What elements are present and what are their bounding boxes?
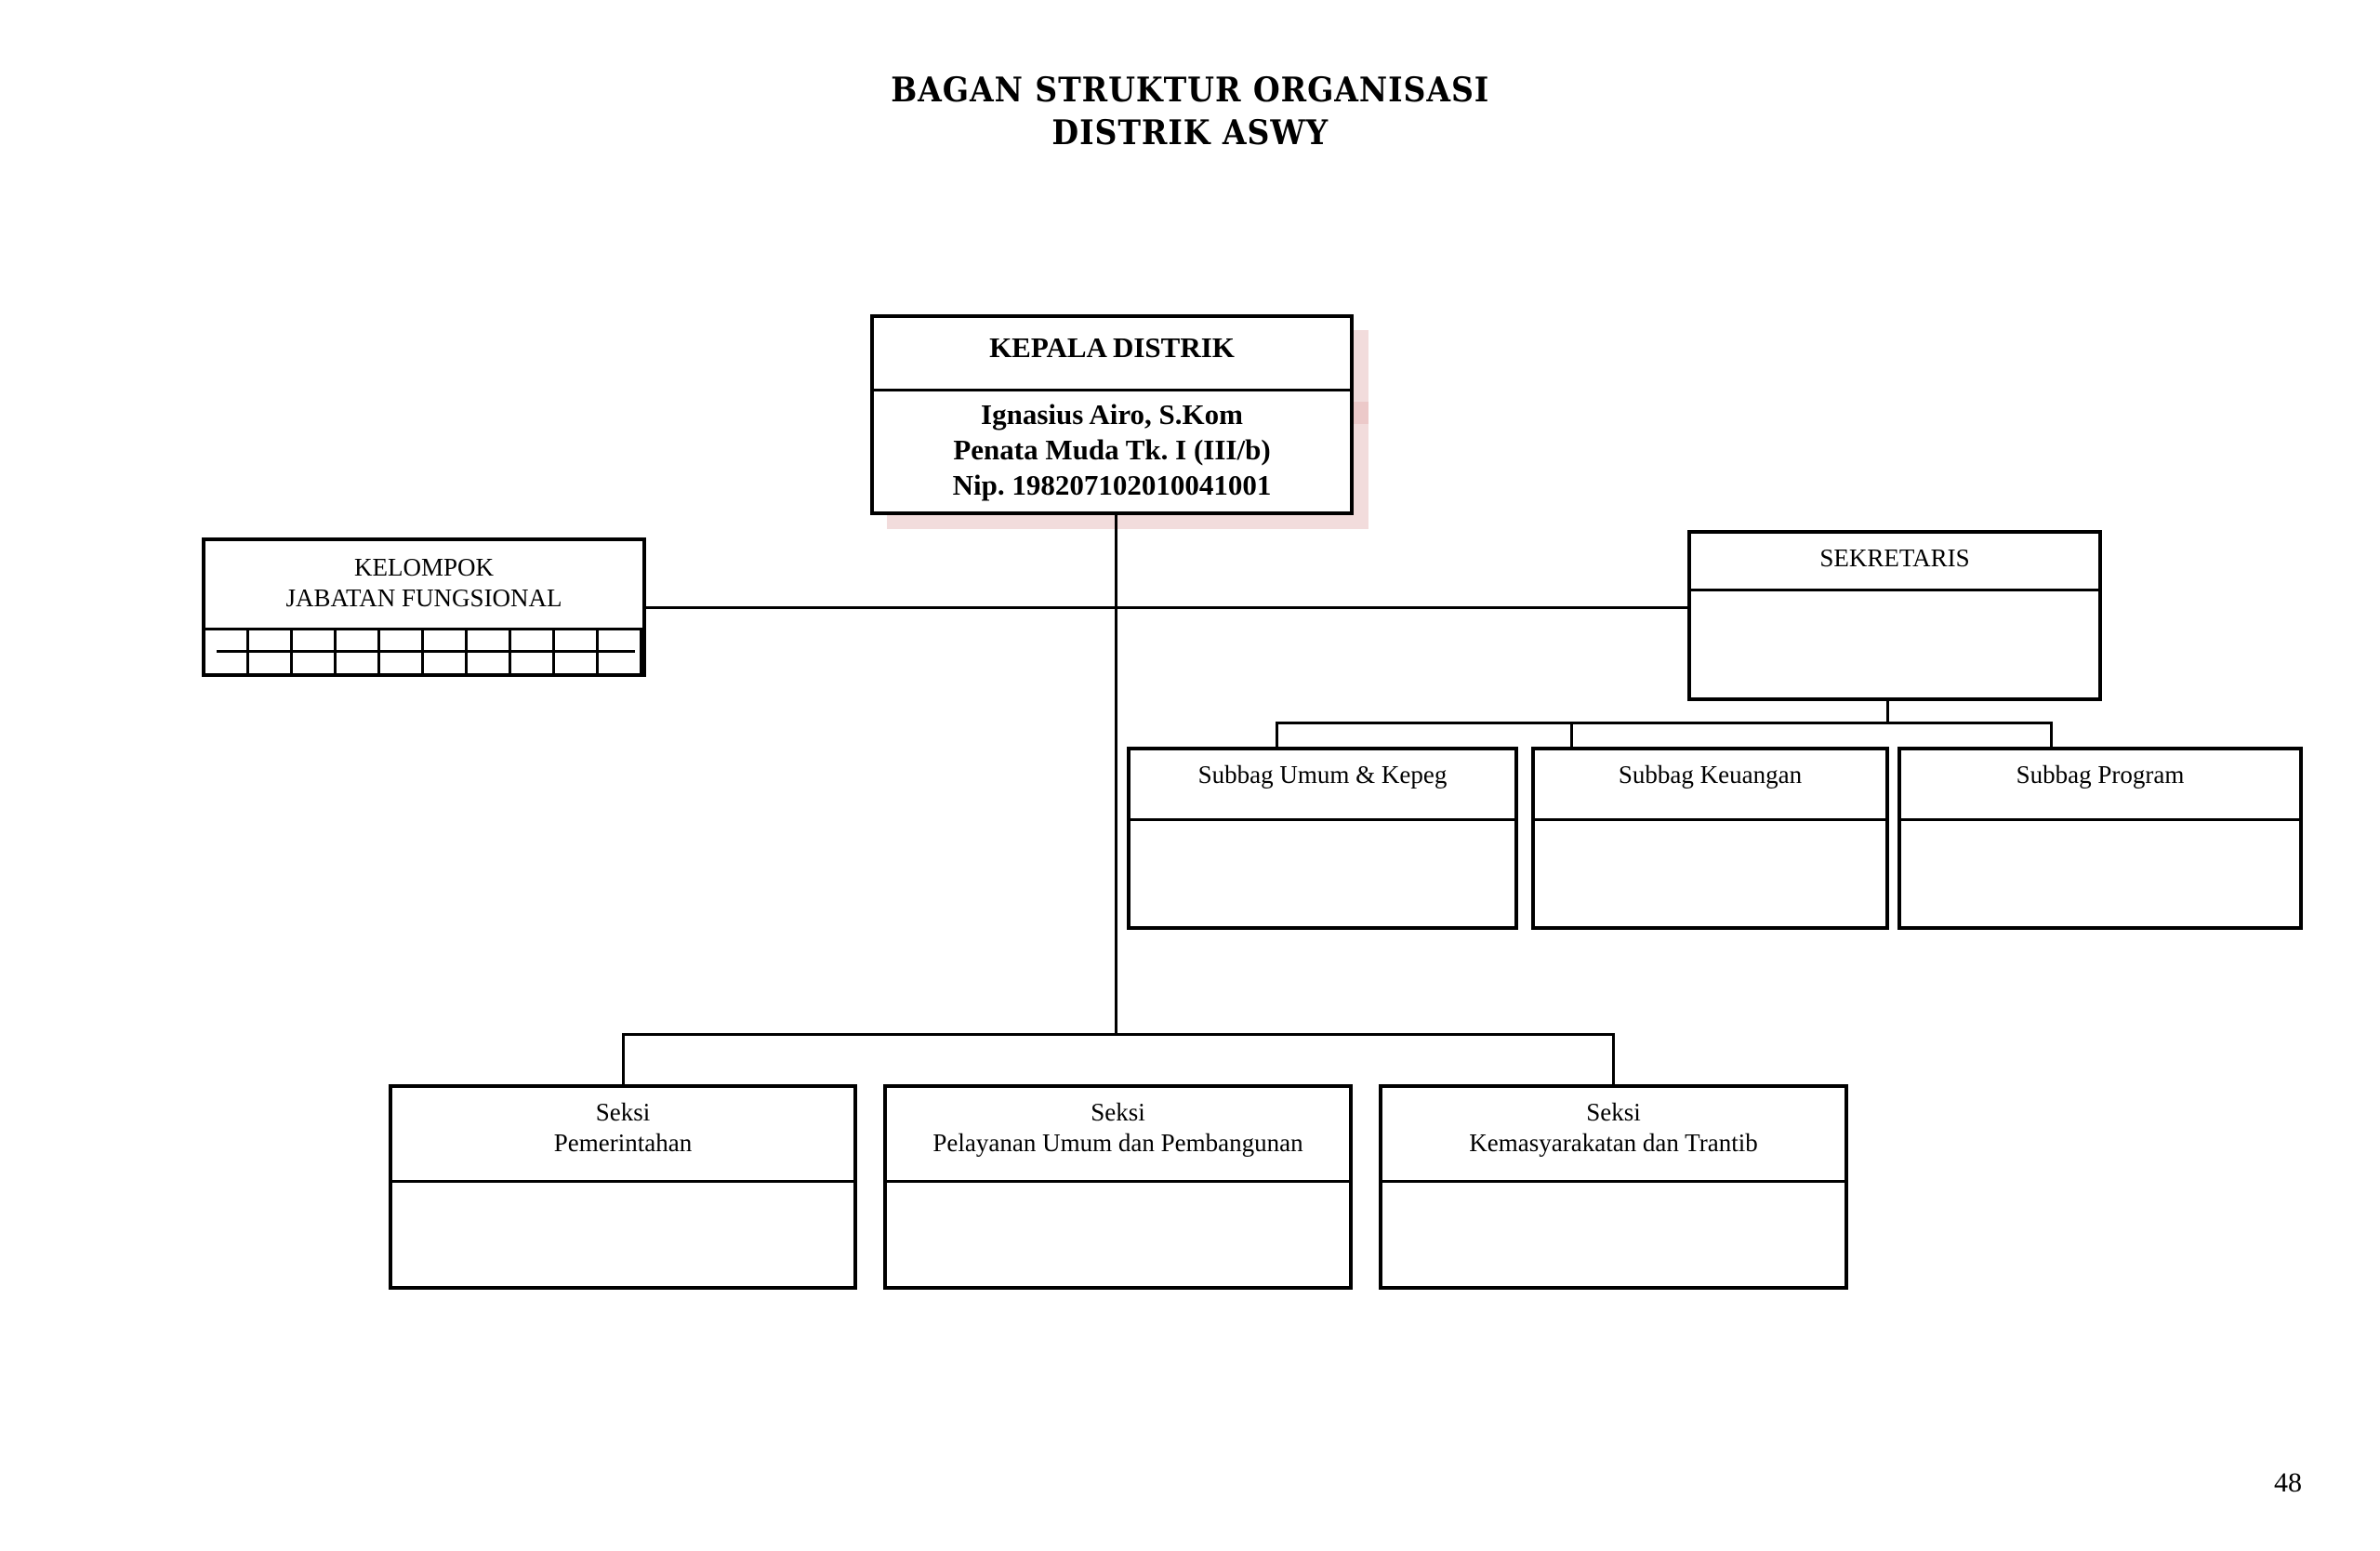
staff-connector-line <box>645 606 1688 609</box>
grid-cell <box>599 630 642 673</box>
subdivision-bus-line <box>1276 722 2053 724</box>
subdivision-title: Subbag Umum & Kepeg <box>1130 750 1514 821</box>
section-title-line-1: Seksi <box>595 1098 651 1126</box>
subdivision-box-keuangan[interactable]: Subbag Keuangan <box>1531 747 1889 930</box>
section-box-kemasyarakatan[interactable]: Seksi Kemasyarakatan dan Trantib <box>1379 1084 1848 1290</box>
functional-group-label: KELOMPOK JABATAN FUNGSIONAL <box>205 552 642 614</box>
section-branch-1 <box>622 1033 625 1086</box>
functional-group-box[interactable]: KELOMPOK JABATAN FUNGSIONAL <box>202 537 646 677</box>
section-box-pemerintahan[interactable]: Seksi Pemerintahan <box>389 1084 857 1290</box>
head-title: KEPALA DISTRIK <box>874 318 1350 391</box>
main-trunk-line <box>1115 514 1117 1036</box>
secretary-stem-line <box>1886 700 1889 723</box>
subdivision-branch-2 <box>1570 722 1573 748</box>
section-title-line-2: Kemasyarakatan dan Trantib <box>1469 1129 1758 1157</box>
functional-group-line-2: JABATAN FUNGSIONAL <box>285 584 562 612</box>
head-rank: Penata Muda Tk. I (III/b) <box>953 433 1271 466</box>
section-box-pelayanan-umum[interactable]: Seksi Pelayanan Umum dan Pembangunan <box>883 1084 1353 1290</box>
head-box-shadow-band <box>1353 402 1368 424</box>
head-name: Ignasius Airo, S.Kom <box>981 398 1243 431</box>
head-box[interactable]: KEPALA DISTRIK Ignasius Airo, S.Kom Pena… <box>870 314 1354 515</box>
head-details: Ignasius Airo, S.Kom Penata Muda Tk. I (… <box>874 397 1350 503</box>
section-title: Seksi Pelayanan Umum dan Pembangunan <box>887 1088 1349 1183</box>
grid-row-divider <box>217 650 635 653</box>
section-branch-3 <box>1612 1033 1615 1086</box>
subdivision-box-umum-kepeg[interactable]: Subbag Umum & Kepeg <box>1127 747 1518 930</box>
subdivision-box-program[interactable]: Subbag Program <box>1897 747 2303 930</box>
section-title-line-1: Seksi <box>1091 1098 1145 1126</box>
section-title-line-2: Pemerintahan <box>553 1129 693 1157</box>
functional-group-line-1: KELOMPOK <box>353 553 494 581</box>
section-title-line-1: Seksi <box>1586 1098 1641 1126</box>
subdivision-branch-3 <box>2050 722 2053 748</box>
page-number: 48 <box>2274 1467 2302 1498</box>
subdivision-branch-1 <box>1276 722 1278 748</box>
secretary-box[interactable]: SEKRETARIS <box>1687 530 2102 701</box>
subdivision-title: Subbag Keuangan <box>1535 750 1885 821</box>
document-title-line-2: DISTRIK ASWY <box>1051 113 1329 152</box>
document-title-line-1: BAGAN STRUKTUR ORGANISASI <box>891 71 1490 110</box>
section-title: Seksi Pemerintahan <box>392 1088 853 1183</box>
section-title-line-2: Pelayanan Umum dan Pembangunan <box>932 1129 1303 1157</box>
subdivision-title: Subbag Program <box>1901 750 2299 821</box>
head-nip: Nip. 198207102010041001 <box>952 469 1272 501</box>
secretary-title: SEKRETARIS <box>1691 534 2098 591</box>
section-bus-line <box>622 1033 1615 1036</box>
functional-group-grid <box>205 628 642 673</box>
section-title: Seksi Kemasyarakatan dan Trantib <box>1382 1088 1844 1183</box>
